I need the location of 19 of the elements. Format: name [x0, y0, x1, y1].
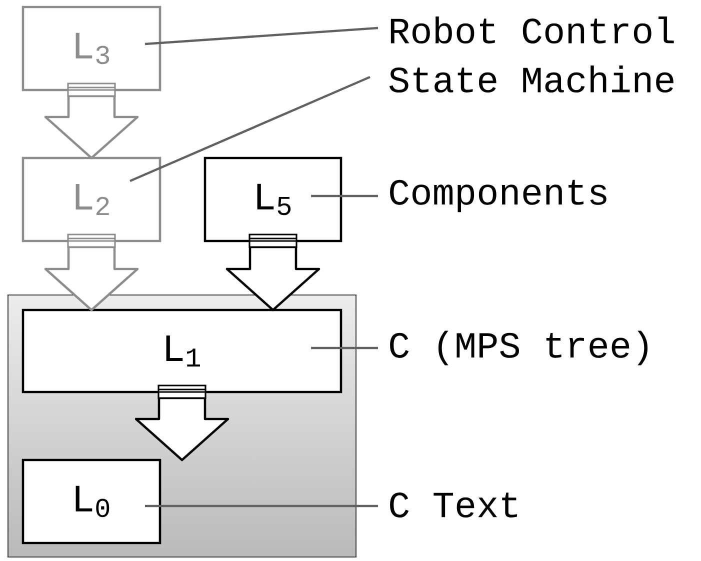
- annotation-text: State Machine: [389, 65, 674, 93]
- leader-line: [130, 76, 370, 182]
- leader-line: [311, 194, 378, 198]
- leader-line: [311, 346, 378, 350]
- block-arrow: [134, 396, 230, 462]
- layer-box: L$_{1}$: [22, 308, 342, 394]
- annotation-text: C (MPS tree): [390, 330, 648, 366]
- layer-box: L$_{5}$: [204, 156, 342, 242]
- block-arrow: [226, 246, 320, 312]
- layer-box: L$_{0}$: [22, 458, 162, 544]
- block-arrow: [44, 246, 139, 312]
- leader-line: [145, 504, 378, 508]
- annotation-text: Robot Control: [390, 16, 674, 44]
- annotation-text: Components: [390, 180, 606, 212]
- leader-line: [144, 26, 378, 46]
- annotation-text: C Text: [390, 492, 518, 518]
- layer-box: L$_{2}$: [22, 156, 162, 242]
- block-arrow: [44, 94, 139, 160]
- layer-box: L$_{3}$: [22, 6, 162, 92]
